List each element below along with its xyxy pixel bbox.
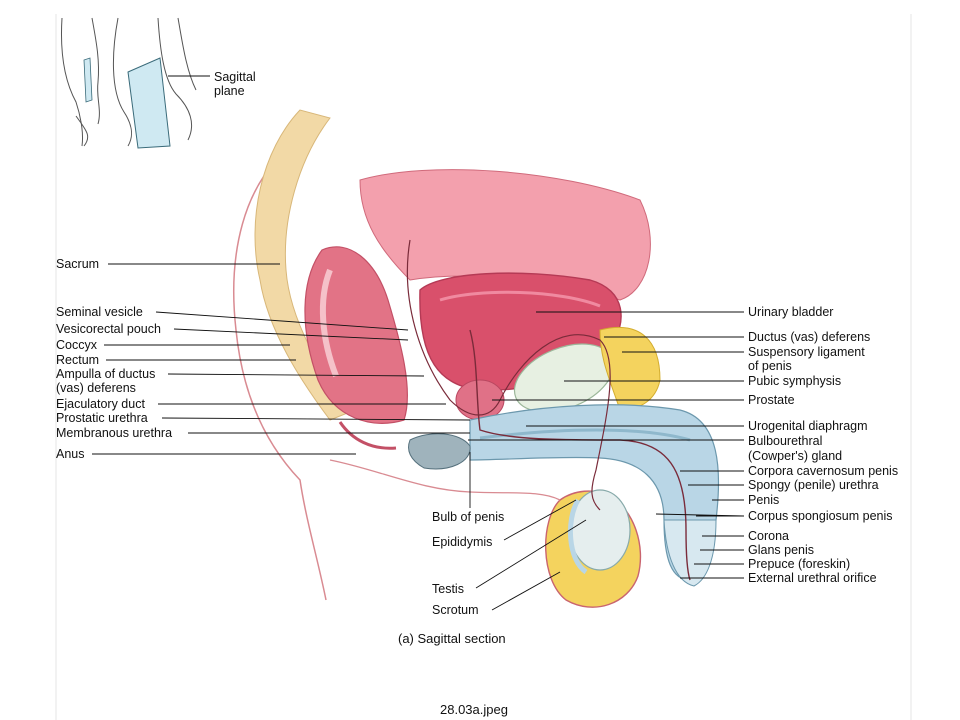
right-leader-lines (468, 311, 745, 579)
inset-figure-illustration (61, 17, 197, 147)
label-prostate: Prostate (748, 393, 795, 407)
label-corpora-cavernosum: Corpora cavernosum penis (748, 464, 899, 478)
figure-caption: (a) Sagittal section (398, 631, 506, 646)
left-leader-lines (92, 263, 471, 455)
label-ampulla-of-ductus: Ampulla of ductus (56, 367, 156, 381)
label-urinary-bladder: Urinary bladder (748, 305, 834, 319)
label-seminal-vesicle: Seminal vesicle (56, 305, 143, 319)
label-scrotum: Scrotum (432, 603, 479, 617)
body-outline (233, 139, 327, 601)
label-bulbourethral: Bulbourethral (748, 434, 823, 448)
glans-penis (663, 519, 717, 587)
abdominal-cavity (359, 169, 651, 301)
label-ejaculatory-duct: Ejaculatory duct (56, 397, 145, 411)
sagittal-plane-shape (127, 57, 171, 149)
label-pubic-symphysis: Pubic symphysis (748, 374, 842, 388)
label-suspensory-ligament: Suspensory ligament (748, 345, 865, 359)
ductus-deferens-path (406, 239, 611, 511)
label-anus: Anus (56, 447, 85, 461)
label-sacrum: Sacrum (56, 257, 100, 271)
label-prepuce: Prepuce (foreskin) (748, 557, 851, 571)
label-epididymis: Epididymis (432, 535, 493, 549)
label-ductus-deferens: Ductus (vas) deferens (748, 330, 871, 344)
label-spongy-urethra: Spongy (penile) urethra (748, 478, 879, 492)
label-external-urethral-orifice: External urethral orifice (748, 571, 877, 585)
label-corpus-spongiosum: Corpus spongiosum penis (748, 509, 893, 523)
label-urogenital-diaphragm: Urogenital diaphragm (748, 419, 868, 433)
label-bulb-of-penis: Bulb of penis (432, 510, 505, 524)
label-of-penis: of penis (748, 359, 792, 373)
bottom-leader-lines (469, 452, 587, 611)
label-prostatic-urethra: Prostatic urethra (56, 411, 148, 425)
label-glans-penis: Glans penis (748, 543, 815, 557)
label-penis: Penis (748, 493, 780, 507)
label-coccyx: Coccyx (56, 338, 97, 352)
label-testis: Testis (432, 582, 464, 596)
label-membranous-urethra: Membranous urethra (56, 426, 173, 440)
sagittal-plane-label: Sagittal plane (214, 70, 256, 98)
label-vas-deferens-cont: (vas) deferens (56, 381, 136, 395)
bulb-of-penis (408, 433, 471, 470)
label-cowpers-gland: (Cowper's) gland (748, 449, 843, 463)
label-vesicorectal-pouch: Vesicorectal pouch (56, 322, 161, 336)
label-corona: Corona (748, 529, 789, 543)
label-rectum: Rectum (56, 353, 100, 367)
image-filename: 28.03a.jpeg (440, 702, 508, 717)
sacrum-bone (254, 109, 351, 421)
